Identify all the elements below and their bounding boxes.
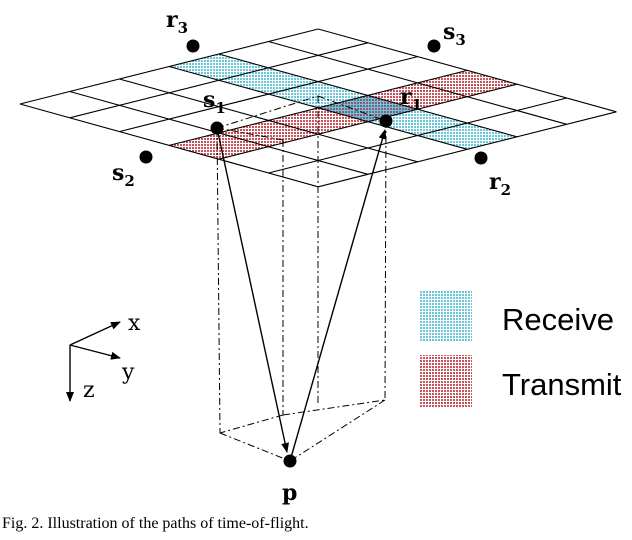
point-p [283, 454, 297, 468]
projection-line [216, 127, 284, 141]
legend-swatch-receive [420, 290, 472, 342]
x-axis-arrow [69, 321, 121, 346]
legend-swatch-transmit [420, 355, 472, 407]
transmit-path-arrow [216, 127, 290, 453]
legend-label-transmit: Transmit [502, 367, 622, 402]
receive-path-arrow [289, 129, 387, 462]
projection-line [289, 399, 386, 462]
time-of-flight-paths [216, 95, 387, 462]
figure-caption: Fig. 2. Illustration of the paths of tim… [2, 515, 309, 532]
label-s3: s3 [443, 19, 466, 49]
projection-line [317, 95, 387, 122]
x-axis-label: x [128, 311, 141, 336]
y-axis-arrow [69, 344, 121, 360]
projection-line [219, 414, 284, 434]
label-r1: r1 [400, 84, 422, 114]
point-r1 [379, 114, 393, 128]
legend-label-receive: Receive [502, 302, 614, 337]
y-axis-label: y [121, 360, 135, 385]
projection-line [216, 127, 221, 434]
label-s2: s2 [112, 160, 135, 190]
label-p: p [282, 480, 297, 506]
point-r3 [186, 39, 200, 53]
point-s3 [427, 39, 441, 53]
label-s1: s1 [203, 87, 226, 117]
coordinate-axes: xy z [66, 311, 141, 403]
label-r3: r3 [166, 7, 188, 37]
point-s2 [139, 150, 153, 164]
point-s1 [210, 121, 224, 135]
projection-line [219, 432, 291, 462]
grid-line [318, 111, 617, 188]
projection-line [384, 120, 387, 401]
label-r2: r2 [489, 169, 511, 199]
element-points: r3 s3 s1 r1 s2 r2 p [112, 7, 511, 506]
projection-line [216, 95, 319, 129]
projection-line [282, 399, 386, 416]
grid-line [318, 28, 617, 113]
z-axis-label: z [83, 378, 95, 403]
point-r2 [474, 151, 488, 165]
